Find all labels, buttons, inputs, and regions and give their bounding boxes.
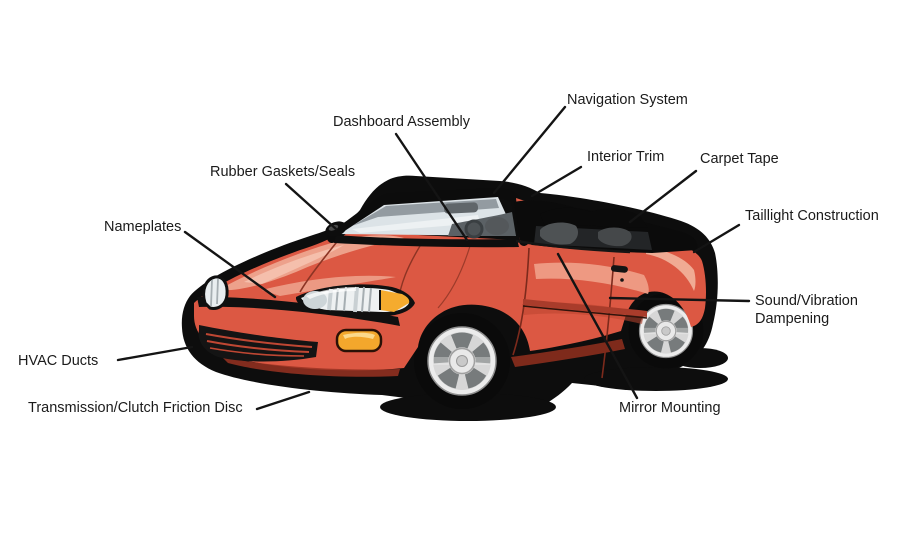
label-hvac-ducts: HVAC Ducts [18, 353, 99, 369]
seat-through-glass [485, 217, 509, 235]
leader-line-navigation-system [492, 105, 567, 195]
car-body [194, 231, 706, 377]
leader-line-rubber-gaskets-seals [284, 182, 338, 231]
steering-wheel [464, 219, 484, 239]
label-nameplates: Nameplates [104, 219, 182, 235]
leader-line-taillight-construction [692, 223, 741, 254]
leader-line-transmission-clutch [255, 390, 311, 411]
label-interior-trim: Interior Trim [587, 149, 665, 165]
label-mirror-mounting: Mirror Mounting [619, 400, 721, 416]
leader-line-interior-trim [530, 165, 583, 198]
leader-line-carpet-tape [628, 169, 698, 224]
front-fascia [197, 275, 415, 362]
belt-line [515, 239, 631, 254]
headlight [296, 284, 415, 316]
windshield [327, 188, 551, 248]
cockpit [514, 200, 698, 253]
rearview-mirror [443, 202, 479, 214]
label-taillight-construction: Taillight Construction [745, 208, 879, 224]
leader-line-mirror-mounting [556, 252, 639, 400]
seat-back-left [540, 222, 578, 245]
seat-back-right [598, 227, 632, 247]
front-wheel [413, 312, 511, 410]
fog-light [335, 328, 383, 353]
left-headlight [202, 275, 229, 310]
rocker-shadow [511, 339, 625, 367]
side-moulding [523, 299, 647, 317]
label-sound-vibration-dampening: Sound/Vibration Dampening [755, 293, 858, 327]
turn-signal-amber [380, 290, 410, 312]
ground-shadow-rear [584, 367, 728, 391]
hood-shutline [197, 296, 400, 326]
leader-line-sound-vibration-dampening [608, 296, 751, 303]
label-navigation-system: Navigation System [567, 92, 688, 108]
grille [198, 325, 318, 362]
label-transmission-clutch-friction-disc: Transmission/Clutch Friction Disc [28, 400, 243, 416]
leader-line-nameplates [183, 230, 277, 299]
leader-line-dashboard-assembly [394, 132, 469, 242]
leader-line-hvac-ducts [116, 345, 194, 362]
label-dashboard-assembly: Dashboard Assembly [333, 114, 471, 130]
label-carpet-tape: Carpet Tape [700, 151, 779, 167]
leader-lines [116, 105, 751, 411]
door-keyhole [620, 278, 624, 282]
label-rubber-gaskets-seals: Rubber Gaskets/Seals [210, 164, 356, 180]
door-handle [610, 265, 628, 273]
cowl-panel [334, 235, 519, 248]
